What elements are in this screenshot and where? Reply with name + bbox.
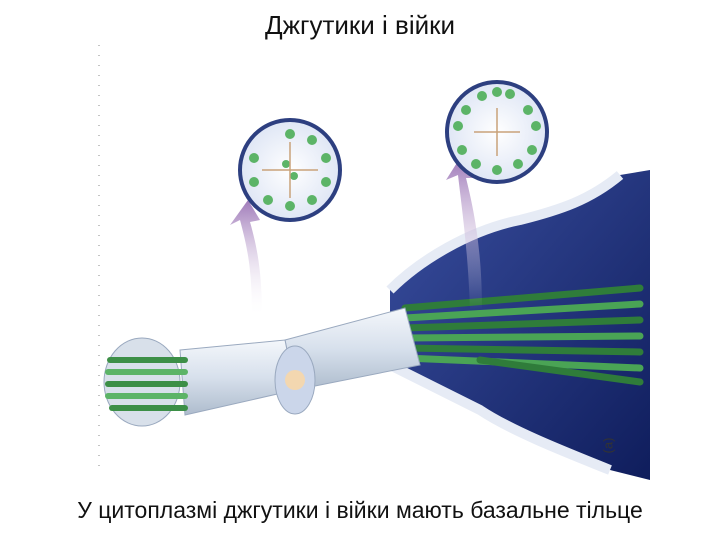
slide-caption: У цитоплазмі джгутики і війки мають база… [77, 497, 643, 523]
cross-section-end-middle [274, 345, 316, 415]
axoneme-cross-section [238, 118, 342, 222]
flagellum-illustration [103, 80, 650, 480]
basal-body-microtubules [401, 284, 644, 386]
zoom-arrow-right [446, 158, 482, 310]
slide-title: Джгутики і війки [264, 10, 456, 40]
basal-body-cross-section [445, 80, 549, 184]
zoom-arrow-left [230, 200, 262, 318]
figure-panel-label: (a) [600, 437, 616, 454]
cross-section-end-left [103, 337, 188, 427]
